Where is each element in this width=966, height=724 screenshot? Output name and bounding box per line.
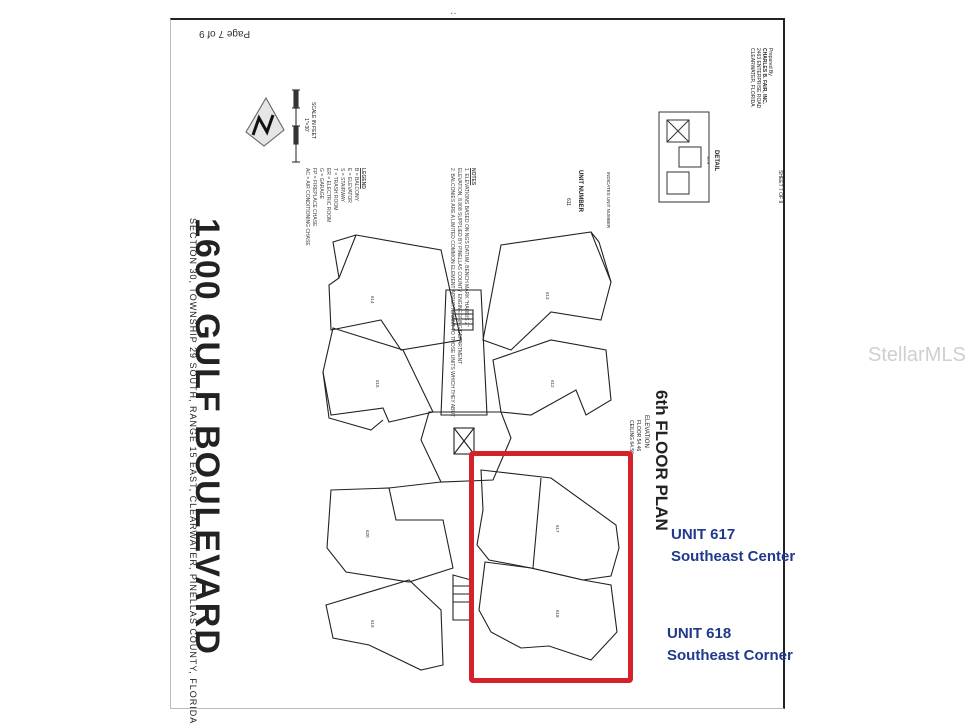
watermark: StellarMLS <box>868 344 966 366</box>
building-floor-plan: 614 613 615 612 620 619 617 618 <box>245 89 620 671</box>
legend-item: T = TRASH ROOM <box>332 168 338 211</box>
svg-text:615: 615 <box>375 380 380 388</box>
detail-drawing <box>658 111 710 203</box>
preparer-block: Prepared By CHARLES B. FAIR, INC. 2463 E… <box>749 48 773 108</box>
svg-text:618: 618 <box>555 610 560 618</box>
unit-617-label: UNIT 617 <box>671 526 736 543</box>
unit-617-description: Southeast Center <box>671 548 796 565</box>
svg-text:614: 614 <box>370 296 375 304</box>
highlight-box <box>469 451 633 683</box>
preparer-line: 2463 ENTERPRISE ROAD <box>755 48 761 109</box>
notes: NOTES 1. ELEVATIONS BASED ON NGS DATUM, … <box>448 168 476 417</box>
sheet-number: SHEET 7 OF 9 <box>777 170 783 204</box>
note-item: 1. ELEVATIONS BASED ON NGS DATUM, BENCH … <box>463 168 469 327</box>
preparer-line: CLEARWATER, FLORIDA <box>749 48 755 107</box>
svg-text:612: 612 <box>550 380 555 388</box>
unit-number-caption: INDICATES UNIT NUMBER <box>606 172 611 229</box>
unit-617-callout: UNIT 617 Southeast Center <box>671 524 795 568</box>
legend-item: S = STAIRWAY <box>339 168 345 203</box>
legend-item: FP = FIREPLACE CHASE <box>311 168 317 227</box>
legend-title: LEGEND <box>360 168 366 189</box>
svg-text:620: 620 <box>365 530 370 538</box>
floor-plan-ceiling: CEILING 64.56 <box>628 420 634 454</box>
legend-item: AC = AIR CONDITIONING CHASE <box>304 168 310 246</box>
document-subtitle: SECTION 30, TOWNSHIP 29 SOUTH, RANGE 15 … <box>188 218 198 724</box>
top-mark: ·· <box>450 8 457 19</box>
floor-plan-elevation-label: ELEVATION <box>643 415 649 448</box>
legend-item: G = GARAGE <box>318 168 324 199</box>
unit-number-title: UNIT NUMBER <box>577 170 583 212</box>
svg-text:617: 617 <box>555 525 560 533</box>
legend-item: E = ELEVATOR <box>346 168 352 203</box>
legend-item: ER = ELECTRIC ROOM <box>325 168 331 223</box>
unit-618-callout: UNIT 618 Southeast Corner <box>667 623 793 667</box>
survey-sheet: Page 7 of 9 <box>170 18 785 724</box>
unit-618-description: Southeast Corner <box>667 647 793 664</box>
scale-label: SCALE IN FEET <box>310 102 316 139</box>
preparer-line: Prepared By <box>767 48 773 76</box>
notes-title: NOTES <box>470 168 476 186</box>
note-item: 2. BALCONIES ARE A LIMITED COMMON ELEMEN… <box>449 168 455 418</box>
svg-text:613: 613 <box>545 292 550 300</box>
unit-618-label: UNIT 618 <box>667 625 732 642</box>
note-item: ELEVATION, 8.808 SUPPLIED BY PINELLAS CO… <box>456 168 462 365</box>
unit-number-example: 611 <box>565 198 571 206</box>
legend-item: B = BALCONY <box>353 168 359 201</box>
floor-plan-floor: FLOOR 54.46 <box>635 420 641 452</box>
scale-ratio: 1"=30' <box>303 118 309 132</box>
svg-text:619: 619 <box>370 620 375 628</box>
north-arrow-icon <box>245 96 285 147</box>
legend: LEGEND B = BALCONY E = ELEVATOR S = STAI… <box>303 168 366 246</box>
scale-bar <box>292 89 300 163</box>
floor-plan-title: 6th FLOOR PLAN <box>652 390 671 531</box>
preparer-line: CHARLES B. FAIR, INC. <box>761 48 767 105</box>
